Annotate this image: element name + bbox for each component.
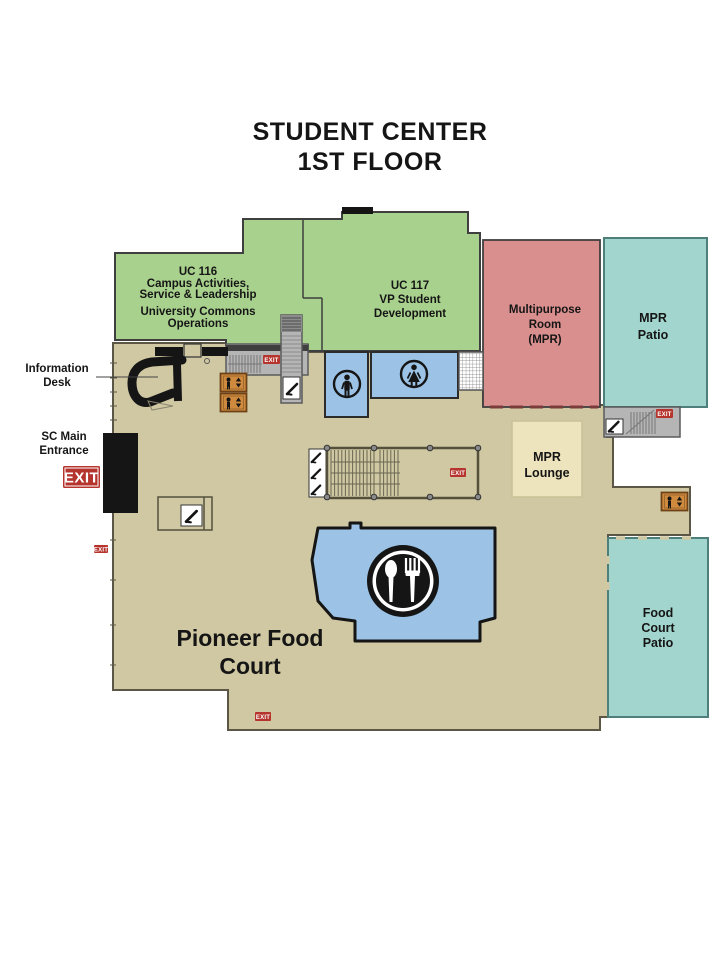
sc-main-entrance-label-1: SC Main — [41, 431, 86, 443]
information-desk-counter — [127, 355, 187, 407]
room-uc116-uc117: UC 116 Campus Activities, Service & Lead… — [114, 207, 481, 352]
uc116-label-3: Service & Leadership — [140, 289, 257, 301]
page-title: STUDENT CENTER 1ST FLOOR — [253, 118, 488, 176]
desk-inner-bar — [173, 363, 182, 402]
mpr-patio-label-2: Patio — [638, 328, 669, 342]
wall-tick-marks-lower — [110, 539, 116, 666]
shaft-top-treads — [282, 317, 301, 331]
exit-sign-bg — [450, 468, 466, 477]
exit-sign-bg — [263, 355, 280, 364]
green-office-area — [114, 211, 481, 352]
food-court-label-1: Pioneer Food — [177, 625, 324, 651]
food-court-icon — [367, 545, 439, 617]
room-mpr-patio: MPR Patio — [603, 237, 708, 408]
food-court-label-2: Court — [219, 653, 281, 679]
office-partition-walls — [302, 219, 323, 351]
spoon-handle — [388, 576, 394, 602]
exit-sign-south: EXIT — [255, 712, 271, 721]
column-mark — [204, 358, 210, 364]
uc117-label-3: Development — [374, 308, 446, 320]
uc116-label-2: Campus Activities, — [147, 278, 249, 290]
exit-sign-bg — [94, 545, 108, 553]
mpr-label-1: Multipurpose — [509, 304, 581, 316]
fork-base — [405, 570, 420, 576]
mpr-label-3: (MPR) — [528, 334, 561, 346]
wall-tick-marks — [110, 362, 117, 421]
food-court-patio-label-1: Food — [643, 606, 674, 620]
desk-wall-bar2 — [202, 347, 228, 356]
food-court-kitchen — [310, 521, 497, 643]
exit-sign-text: EXIT — [657, 412, 671, 418]
fork-icon — [404, 558, 421, 573]
shaft-treads — [282, 335, 301, 373]
corridor-wall-strip — [226, 345, 308, 351]
room-mpr-lounge: MPR Lounge — [511, 420, 583, 498]
food-court-patio-label-3: Patio — [643, 636, 674, 650]
restrooms — [324, 351, 484, 418]
ramp-room — [157, 496, 213, 531]
food-court-patio-area — [607, 537, 709, 718]
mpr-patio-label-1: MPR — [639, 311, 667, 325]
exit-sign-border — [64, 467, 99, 487]
exit-sign-central: EXIT — [450, 468, 466, 477]
information-desk-label-2: Desk — [43, 377, 71, 389]
railing-posts — [323, 444, 482, 501]
uc116-label-1: UC 116 — [179, 266, 217, 278]
mpr-label-2: Room — [529, 319, 562, 331]
exit-sign-text: EXIT — [64, 470, 99, 487]
exit-sign-north: EXIT — [263, 355, 280, 364]
stairwell-northeast: EXIT — [603, 406, 681, 438]
food-court-patio-label-2: Court — [641, 621, 675, 635]
mens-restroom-icon — [332, 369, 362, 399]
information-desk-label-1: Information — [25, 363, 88, 375]
exit-sign-text: EXIT — [94, 547, 108, 553]
spoon-icon — [385, 560, 397, 578]
information-desk — [127, 343, 228, 411]
sc-main-entrance-label-2: Entrance — [39, 445, 88, 457]
exit-sign-text: EXIT — [256, 715, 270, 721]
desk-wall-bar — [155, 347, 183, 356]
exit-sign-main: EXIT — [63, 466, 100, 488]
exit-sign-bg — [63, 466, 100, 488]
stair-rail — [625, 409, 655, 435]
exit-sign-text: EXIT — [451, 471, 465, 477]
elevator-icon — [219, 392, 248, 413]
service-shaft-hatch — [459, 352, 483, 390]
stairwell-north: EXIT — [225, 314, 309, 404]
room-mpr: Multipurpose Room (MPR) — [482, 239, 601, 409]
desk-kiosk-box — [183, 343, 202, 358]
mpr-lounge-area — [511, 420, 583, 498]
callout-information-desk: Information Desk — [25, 363, 158, 389]
exit-sign-bg — [255, 712, 271, 721]
room-food-court-patio: Food Court Patio — [606, 536, 709, 718]
roof-wall-bar — [342, 207, 373, 214]
fork-handle — [410, 576, 415, 602]
sc-main-entrance: EXIT EXIT — [63, 433, 213, 553]
pioneer-food-court-label: Pioneer Food Court — [177, 625, 324, 679]
elevator-icon — [219, 372, 248, 393]
stair-treads — [630, 412, 656, 434]
womens-restroom-icon — [399, 359, 429, 389]
mpr-lounge-label-1: MPR — [533, 450, 561, 464]
callout-sc-main-entrance: SC Main Entrance — [39, 431, 88, 457]
grand-staircase: EXIT — [308, 444, 482, 501]
page-title-line2: 1ST FLOOR — [298, 148, 443, 176]
uc117-label-1: UC 117 — [391, 280, 429, 292]
desk-gate — [147, 400, 174, 411]
uc117-label-2: VP Student — [379, 294, 440, 306]
elevator-icon — [660, 491, 689, 512]
uc116-label-4: University Commons — [140, 306, 255, 318]
uc116-label-5: Operations — [168, 318, 229, 330]
left-wall-ticks — [110, 362, 117, 666]
stair-rails — [331, 461, 400, 485]
exit-sign-northeast: EXIT — [656, 409, 673, 418]
exit-sign-west-small: EXIT — [94, 545, 108, 553]
entrance-doors — [103, 433, 138, 513]
page-title-line1: STUDENT CENTER — [253, 118, 488, 146]
mpr-lounge-label-2: Lounge — [524, 466, 569, 480]
exit-sign-bg — [656, 409, 673, 418]
exit-sign-text: EXIT — [264, 358, 278, 364]
